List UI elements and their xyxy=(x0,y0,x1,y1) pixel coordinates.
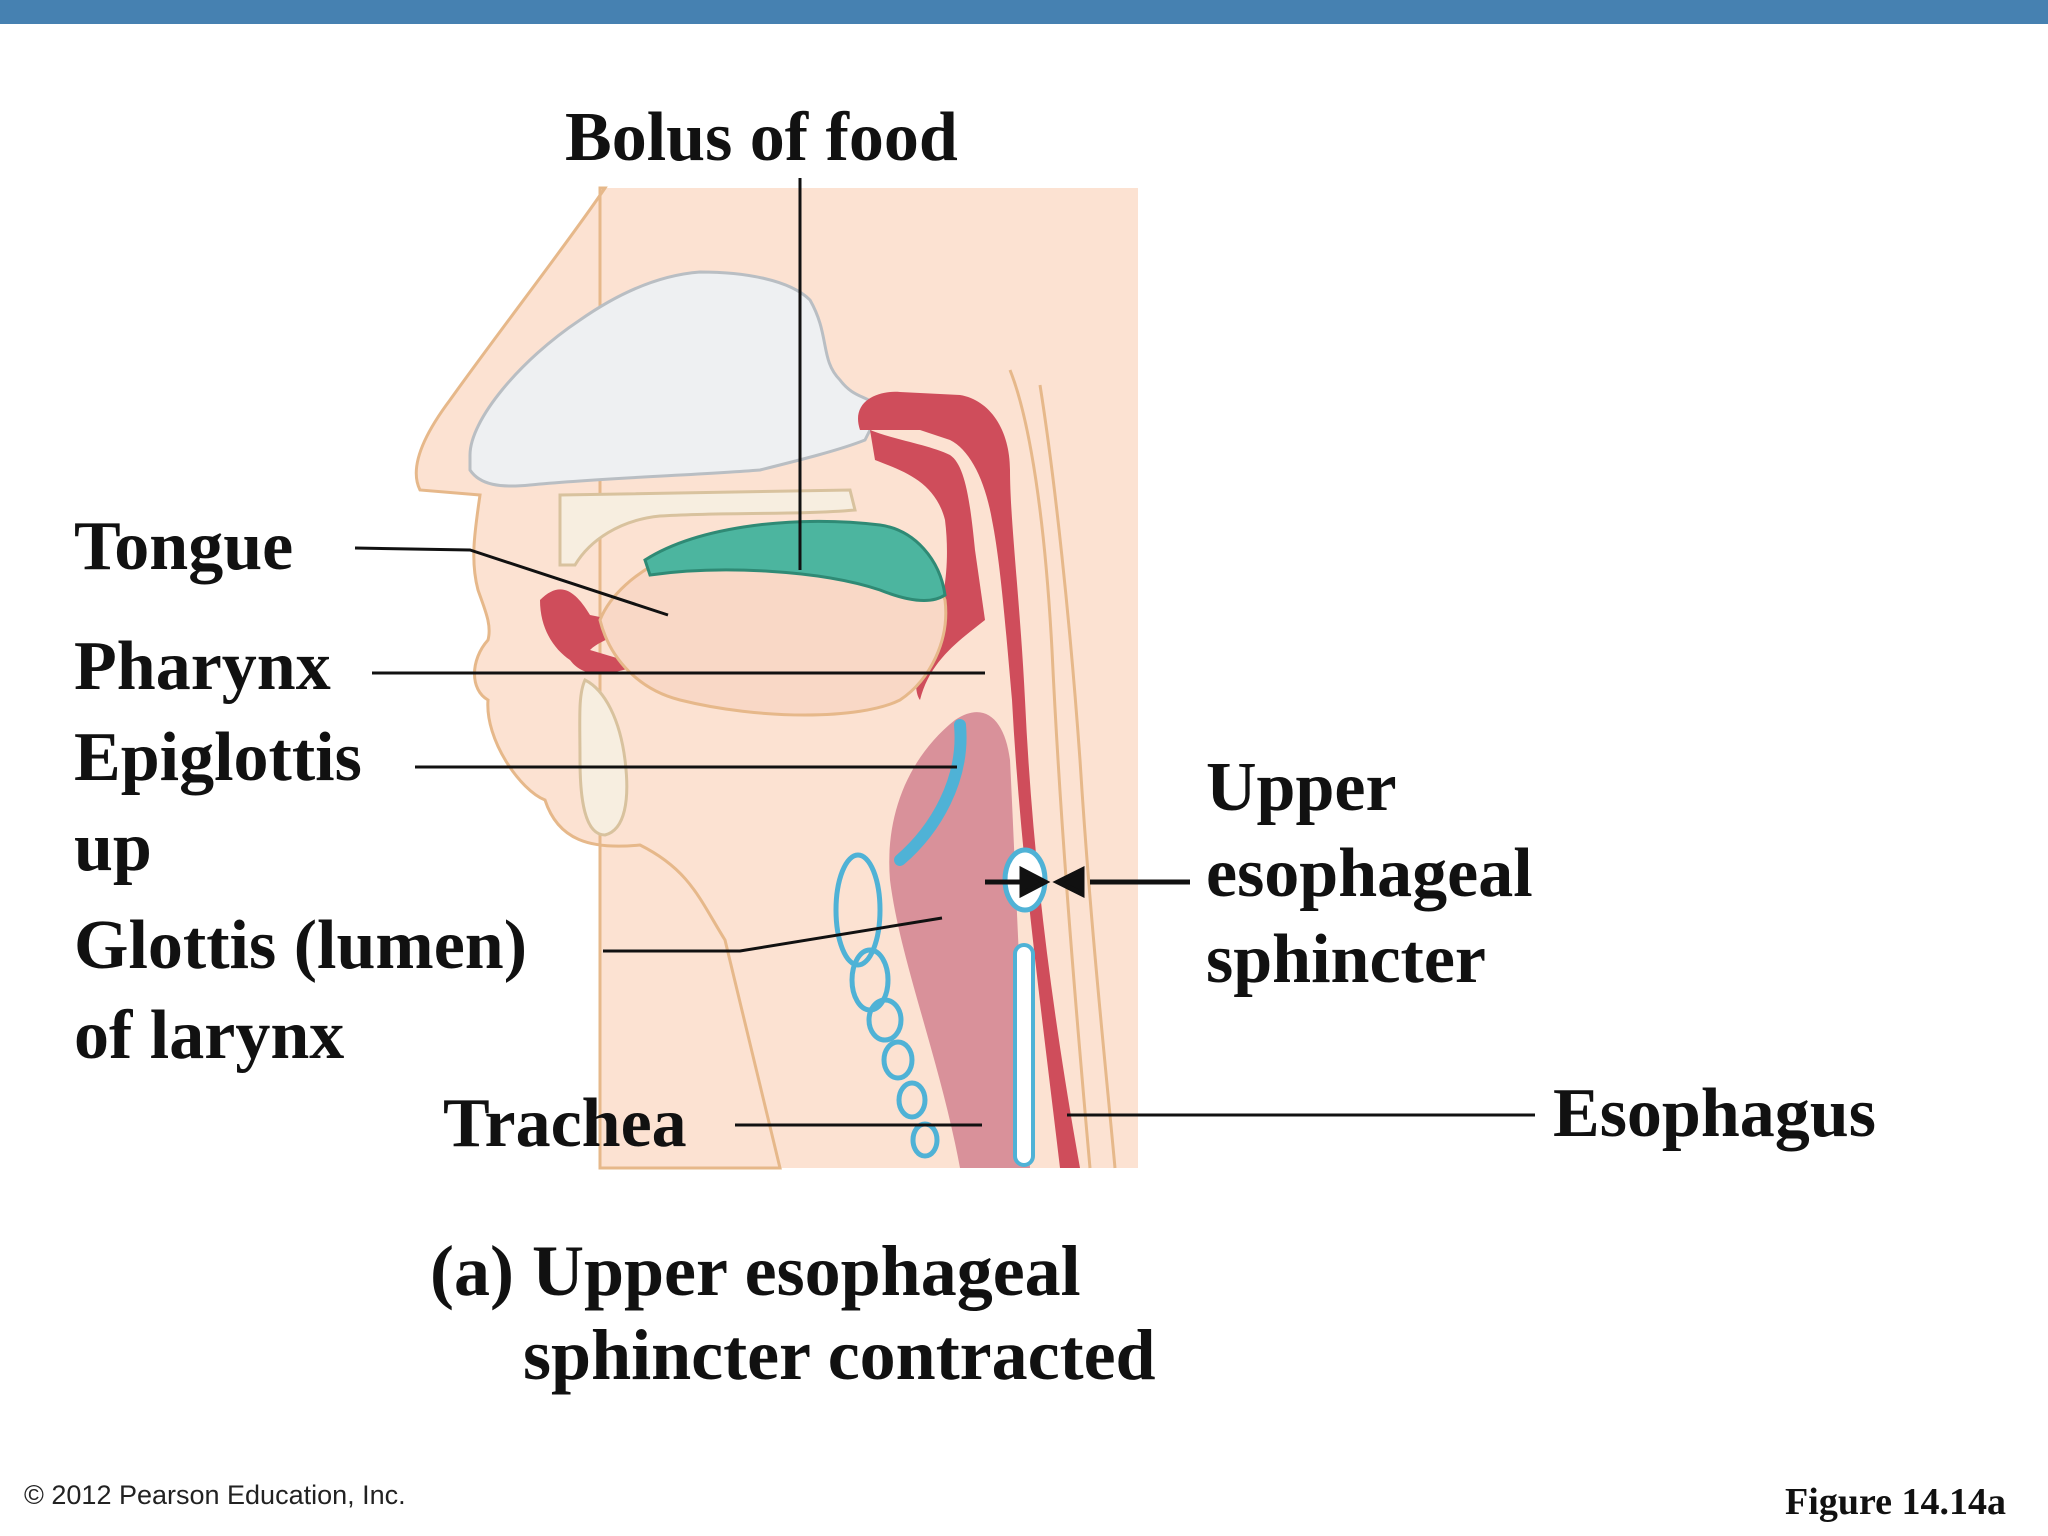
label-upper-sphincter-line1: Upper xyxy=(1206,749,1397,826)
neck-outline xyxy=(1008,369,1092,1169)
label-bolus-of-food: Bolus of food xyxy=(565,99,958,176)
label-epiglottis-line2: up xyxy=(74,809,152,886)
figure-number: Figure 14.14a xyxy=(1785,1481,2006,1523)
leader-lines xyxy=(354,178,1535,1127)
soft-palate xyxy=(870,430,985,700)
bolus xyxy=(643,519,947,602)
cartilage-rings xyxy=(833,852,940,1159)
caption-line1: (a) Upper esophageal xyxy=(430,1231,1081,1311)
esophagus-lumen xyxy=(1013,943,1035,1167)
label-pharynx: Pharynx xyxy=(74,628,331,705)
hard-palate xyxy=(558,488,857,567)
label-tongue: Tongue xyxy=(74,508,294,585)
copyright-notice: © 2012 Pearson Education, Inc. xyxy=(24,1480,406,1510)
label-glottis-line2: of larynx xyxy=(74,997,345,1074)
spine-outline xyxy=(1038,384,1117,1169)
label-glottis-line1: Glottis (lumen) xyxy=(74,907,528,984)
epiglottis xyxy=(894,719,967,866)
label-esophagus: Esophagus xyxy=(1553,1075,1876,1152)
label-trachea: Trachea xyxy=(443,1085,687,1162)
mandible xyxy=(578,677,629,837)
sphincter-arrows xyxy=(985,865,1190,899)
pharynx-wall xyxy=(858,391,1080,1168)
label-upper-sphincter-line2: esophageal xyxy=(1206,835,1533,912)
header-bar xyxy=(0,0,2048,24)
lips xyxy=(540,589,640,674)
label-epiglottis-line1: Epiglottis xyxy=(74,719,362,796)
caption-line2: sphincter contracted xyxy=(523,1315,1156,1395)
label-upper-sphincter-line3: sphincter xyxy=(1206,921,1486,998)
nasal-cavity xyxy=(468,270,882,488)
